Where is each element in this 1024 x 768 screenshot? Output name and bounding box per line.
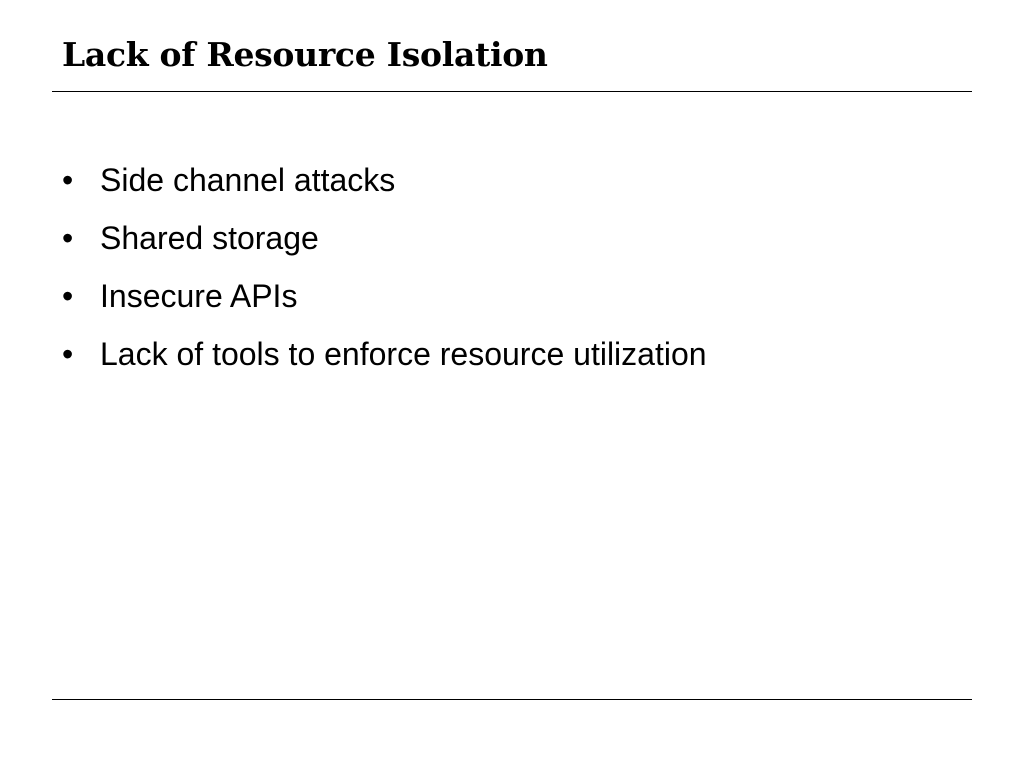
bullet-text: Shared storage: [100, 220, 319, 256]
title-divider: [52, 91, 972, 92]
bullet-text: Lack of tools to enforce resource utiliz…: [100, 336, 707, 372]
bullet-item: • Lack of tools to enforce resource util…: [62, 325, 707, 383]
bullet-icon: •: [62, 278, 74, 314]
bullet-icon: •: [62, 220, 74, 256]
bullet-icon: •: [62, 336, 74, 372]
bullet-text: Insecure APIs: [100, 278, 298, 314]
slide-title: Lack of Resource Isolation: [62, 35, 548, 74]
footer-divider: [52, 699, 972, 700]
bullet-icon: •: [62, 162, 74, 198]
bullet-text: Side channel attacks: [100, 162, 396, 198]
bullet-item: • Insecure APIs: [62, 267, 707, 325]
bullet-list: • Side channel attacks • Shared storage …: [62, 151, 707, 383]
bullet-item: • Side channel attacks: [62, 151, 707, 209]
bullet-item: • Shared storage: [62, 209, 707, 267]
